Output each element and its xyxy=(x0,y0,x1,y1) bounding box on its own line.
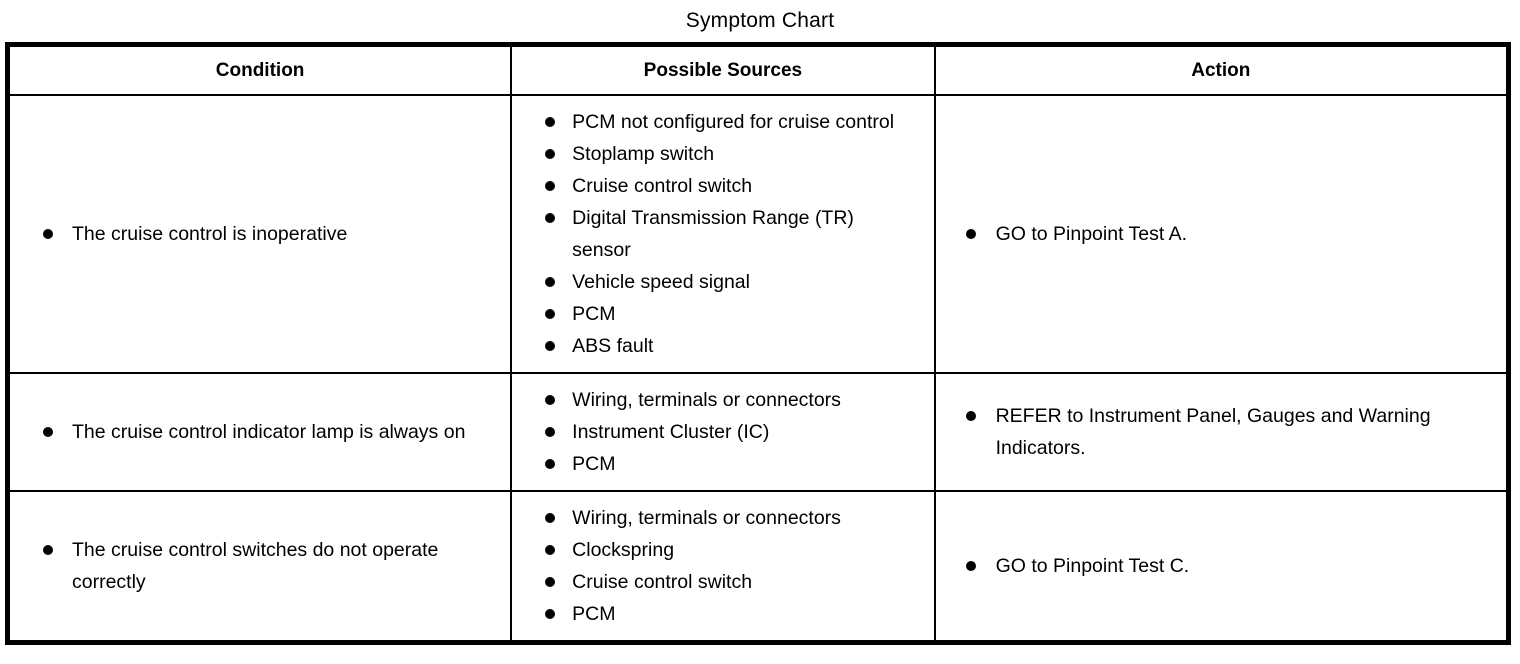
bullet-icon xyxy=(43,229,53,239)
bullet-icon xyxy=(43,545,53,555)
bullet-icon xyxy=(545,213,556,223)
bullet-icon xyxy=(545,277,556,287)
table-header-row: Condition Possible Sources Action xyxy=(7,44,1509,96)
list-item: Clockspring xyxy=(512,534,923,566)
table-row: The cruise control is inoperative PCM no… xyxy=(7,95,1509,374)
bullet-icon xyxy=(545,181,556,191)
list-item-label: The cruise control switches do not opera… xyxy=(72,539,439,593)
list-item: Stoplamp switch xyxy=(512,138,923,170)
bullet-icon xyxy=(545,309,556,319)
list-item: Instrument Cluster (IC) xyxy=(512,416,923,448)
cell-action: GO to Pinpoint Test C. xyxy=(935,491,1509,643)
cell-possible-sources: Wiring, terminals or connectors Instrume… xyxy=(511,373,936,492)
bullet-icon xyxy=(545,609,556,619)
action-list: REFER to Instrument Panel, Gauges and Wa… xyxy=(936,400,1496,464)
cell-possible-sources: PCM not configured for cruise control St… xyxy=(511,95,936,374)
list-item: REFER to Instrument Panel, Gauges and Wa… xyxy=(936,400,1496,464)
possible-sources-list: Wiring, terminals or connectors Clockspr… xyxy=(512,502,923,630)
bullet-icon xyxy=(545,577,556,587)
list-item-label: GO to Pinpoint Test C. xyxy=(995,555,1190,577)
action-list: GO to Pinpoint Test C. xyxy=(936,550,1496,582)
list-item-label: GO to Pinpoint Test A. xyxy=(995,223,1188,245)
bullet-icon xyxy=(43,427,53,437)
condition-list: The cruise control is inoperative xyxy=(10,218,500,250)
column-header-action: Action xyxy=(934,44,1509,96)
bullet-icon xyxy=(965,229,976,239)
list-item-label: Wiring, terminals or connectors xyxy=(572,507,841,529)
cell-condition: The cruise control is inoperative xyxy=(7,95,513,374)
list-item: ABS fault xyxy=(512,330,923,362)
list-item: PCM xyxy=(512,298,923,330)
list-item: The cruise control switches do not opera… xyxy=(10,534,500,598)
possible-sources-list: Wiring, terminals or connectors Instrume… xyxy=(512,384,923,480)
cell-possible-sources: Wiring, terminals or connectors Clockspr… xyxy=(511,491,936,643)
bullet-icon xyxy=(545,395,556,405)
list-item: GO to Pinpoint Test A. xyxy=(936,218,1496,250)
bullet-icon xyxy=(545,427,556,437)
list-item-label: Wiring, terminals or connectors xyxy=(572,389,841,411)
action-list: GO to Pinpoint Test A. xyxy=(936,218,1496,250)
list-item: PCM xyxy=(512,448,923,480)
list-item: Wiring, terminals or connectors xyxy=(512,502,923,534)
cell-action: REFER to Instrument Panel, Gauges and Wa… xyxy=(934,373,1509,492)
bullet-icon xyxy=(545,459,556,469)
page-title: Symptom Chart xyxy=(685,9,835,32)
cell-action: GO to Pinpoint Test A. xyxy=(934,95,1509,374)
list-item-label: Stoplamp switch xyxy=(572,143,715,165)
list-item-label: Cruise control switch xyxy=(572,175,753,197)
table-row: The cruise control indicator lamp is alw… xyxy=(7,373,1509,492)
column-header-condition: Condition xyxy=(7,44,513,96)
list-item-label: PCM xyxy=(572,603,616,625)
column-header-possible-sources: Possible Sources xyxy=(511,44,936,96)
list-item: The cruise control indicator lamp is alw… xyxy=(10,416,500,448)
list-item-label: PCM xyxy=(572,453,616,475)
list-item: PCM not configured for cruise control xyxy=(512,106,923,138)
list-item: Cruise control switch xyxy=(512,170,923,202)
list-item-label: PCM xyxy=(572,303,616,325)
possible-sources-list: PCM not configured for cruise control St… xyxy=(512,106,923,362)
list-item: The cruise control is inoperative xyxy=(10,218,500,250)
list-item-label: Instrument Cluster (IC) xyxy=(572,421,770,443)
table-row: The cruise control switches do not opera… xyxy=(7,491,1509,643)
list-item-label: Clockspring xyxy=(572,539,675,561)
list-item: Wiring, terminals or connectors xyxy=(512,384,923,416)
bullet-icon xyxy=(545,149,556,159)
bullet-icon xyxy=(965,561,976,571)
list-item: GO to Pinpoint Test C. xyxy=(936,550,1496,582)
cell-condition: The cruise control switches do not opera… xyxy=(7,491,513,643)
bullet-icon xyxy=(965,411,976,421)
bullet-icon xyxy=(545,545,556,555)
list-item-label: Vehicle speed signal xyxy=(572,271,750,293)
list-item-label: The cruise control indicator lamp is alw… xyxy=(72,421,466,443)
list-item-label: Cruise control switch xyxy=(572,571,753,593)
list-item-label: Digital Transmission Range (TR) sensor xyxy=(572,207,854,261)
list-item-label: The cruise control is inoperative xyxy=(72,223,348,245)
symptom-chart-table: Condition Possible Sources Action The cr… xyxy=(5,42,1511,645)
list-item: Cruise control switch xyxy=(512,566,923,598)
list-item-label: REFER to Instrument Panel, Gauges and Wa… xyxy=(995,405,1431,459)
bullet-icon xyxy=(545,513,556,523)
bullet-icon xyxy=(545,117,556,127)
bullet-icon xyxy=(545,341,556,351)
condition-list: The cruise control indicator lamp is alw… xyxy=(10,416,500,448)
list-item-label: ABS fault xyxy=(572,335,654,357)
cell-condition: The cruise control indicator lamp is alw… xyxy=(7,373,513,492)
condition-list: The cruise control switches do not opera… xyxy=(10,534,500,598)
list-item-label: PCM not configured for cruise control xyxy=(572,111,895,133)
list-item: Vehicle speed signal xyxy=(512,266,923,298)
list-item: PCM xyxy=(512,598,923,630)
list-item: Digital Transmission Range (TR) sensor xyxy=(512,202,923,266)
